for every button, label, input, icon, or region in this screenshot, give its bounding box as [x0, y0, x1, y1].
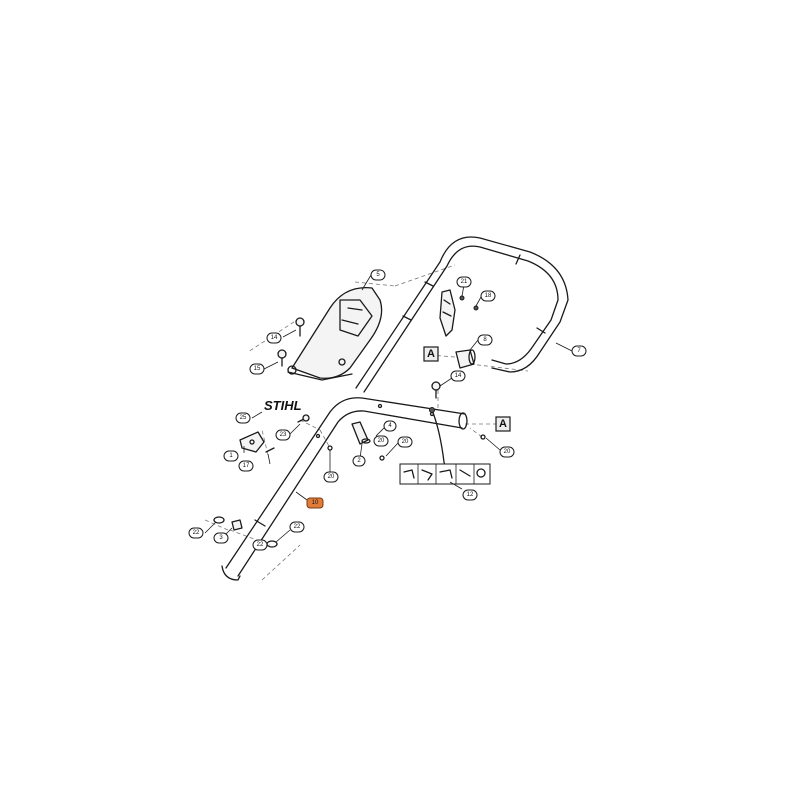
- svg-text:21: 21: [461, 279, 468, 285]
- reference-a-right: A: [495, 416, 511, 432]
- svg-text:22: 22: [294, 524, 301, 530]
- svg-text:3: 3: [219, 535, 223, 541]
- svg-text:10: 10: [312, 500, 319, 506]
- svg-text:20: 20: [402, 439, 409, 445]
- callout-20-b: 20: [397, 436, 413, 448]
- svg-text:14: 14: [455, 373, 462, 379]
- svg-text:18: 18: [485, 293, 492, 299]
- reference-markers: A A: [423, 346, 511, 432]
- svg-text:4: 4: [388, 423, 392, 429]
- callout-20-d: 20: [323, 471, 339, 483]
- callout-21: 21: [456, 276, 472, 288]
- svg-text:8: 8: [483, 337, 487, 343]
- warning-label-panel: [399, 463, 491, 485]
- svg-text:1: 1: [229, 453, 233, 459]
- leader-lines: [204, 274, 573, 543]
- svg-text:22: 22: [193, 530, 200, 536]
- callout-3: 3: [213, 532, 229, 544]
- callout-17: 17: [238, 460, 254, 472]
- reference-a-left: A: [423, 346, 439, 362]
- callout-22-bottom: 22: [252, 539, 268, 551]
- svg-text:20: 20: [504, 449, 511, 455]
- callout-14-right: 14: [450, 370, 466, 382]
- callout-4: 4: [383, 420, 397, 432]
- stihl-decal: STIHL: [264, 398, 302, 413]
- stihl-brand-text: STIHL: [264, 398, 302, 413]
- callout-18: 18: [480, 290, 496, 302]
- svg-text:22: 22: [257, 542, 264, 548]
- svg-text:15: 15: [254, 366, 261, 372]
- hardware: [213, 295, 486, 548]
- callout-15: 15: [249, 363, 265, 375]
- svg-text:23: 23: [280, 432, 287, 438]
- svg-text:A: A: [499, 418, 507, 430]
- callouts: 5 7 8 21 18 14 15 14: [188, 269, 587, 551]
- callout-1: 1: [223, 450, 239, 462]
- upper-handle: [355, 236, 569, 393]
- cable: [429, 407, 449, 479]
- callout-14-top: 14: [266, 332, 282, 344]
- callout-20-c: 20: [499, 446, 515, 458]
- callout-20-a: 20: [373, 435, 389, 447]
- svg-text:7: 7: [577, 348, 581, 354]
- callout-23: 23: [275, 429, 291, 441]
- callout-22-right: 22: [289, 521, 305, 533]
- callout-12: 12: [462, 489, 478, 501]
- lower-handle-tube: [221, 397, 468, 581]
- svg-text:17: 17: [243, 463, 250, 469]
- callout-5: 5: [370, 269, 386, 281]
- svg-text:A: A: [427, 348, 435, 360]
- callout-2: 2: [352, 455, 366, 467]
- svg-text:2: 2: [357, 458, 361, 464]
- svg-text:12: 12: [467, 492, 474, 498]
- callout-7: 7: [571, 345, 587, 357]
- svg-text:20: 20: [328, 474, 335, 480]
- callout-22-left: 22: [188, 527, 204, 539]
- handle-cover: [287, 287, 383, 381]
- svg-text:25: 25: [240, 415, 247, 421]
- callout-8: 8: [477, 334, 493, 346]
- callout-25: 25: [235, 412, 251, 424]
- control-lever: [439, 289, 456, 337]
- callout-10-highlighted: 10: [306, 497, 324, 509]
- svg-text:5: 5: [376, 272, 380, 278]
- svg-text:20: 20: [378, 438, 385, 444]
- grip: [455, 349, 476, 369]
- svg-text:14: 14: [271, 335, 278, 341]
